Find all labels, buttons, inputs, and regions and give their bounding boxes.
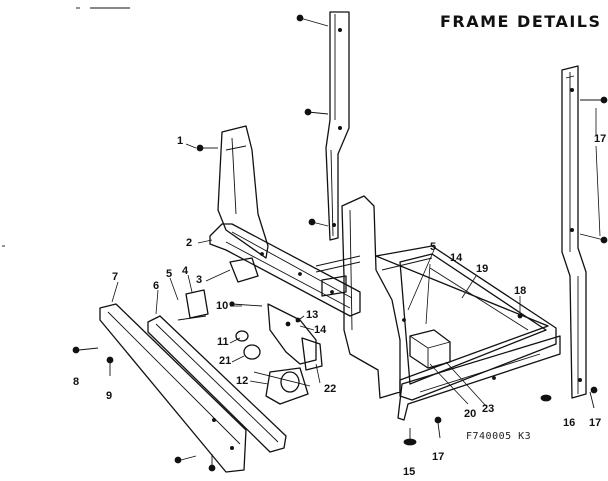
callout-11: 11 bbox=[217, 336, 229, 348]
hinge-bracket-parts bbox=[177, 257, 323, 405]
callout-4: 4 bbox=[182, 265, 189, 277]
center-upright-rail bbox=[296, 11, 350, 241]
callout-14-lower: 14 bbox=[314, 324, 327, 336]
callout-12: 12 bbox=[236, 375, 249, 387]
callout-14-upper: 14 bbox=[450, 252, 463, 264]
callout-20: 20 bbox=[464, 408, 477, 420]
main-frame-base bbox=[315, 195, 561, 421]
right-side-rail bbox=[561, 65, 608, 409]
callout-9: 9 bbox=[106, 390, 113, 402]
callout-17-right: 17 bbox=[594, 133, 607, 145]
callout-1: 1 bbox=[177, 135, 184, 147]
callout-18: 18 bbox=[514, 285, 527, 297]
callout-5: 5 bbox=[166, 268, 173, 280]
callout-2: 2 bbox=[186, 237, 193, 249]
front-kickplate bbox=[99, 303, 287, 473]
left-frame-assembly bbox=[209, 125, 361, 317]
callout-15: 15 bbox=[403, 466, 416, 478]
callout-7: 7 bbox=[112, 271, 119, 283]
callout-17-bottom: 17 bbox=[432, 451, 445, 463]
callout-19: 19 bbox=[476, 263, 489, 275]
tray-bracket bbox=[409, 329, 451, 369]
drawing-code: F740005 K3 bbox=[466, 431, 532, 442]
leader-lines bbox=[111, 108, 601, 407]
callout-13: 13 bbox=[306, 309, 319, 321]
callout-22: 22 bbox=[324, 383, 337, 395]
diagram-title: FRAME DETAILS bbox=[440, 12, 602, 31]
callout-16: 16 bbox=[563, 417, 576, 429]
callout-10: 10 bbox=[216, 300, 229, 312]
callout-17-rail: 17 bbox=[589, 417, 602, 429]
callout-6: 6 bbox=[153, 280, 160, 292]
corner-marks bbox=[2, 7, 130, 247]
callout-8: 8 bbox=[73, 376, 80, 388]
callout-21: 21 bbox=[219, 355, 232, 367]
screws bbox=[72, 144, 552, 472]
callout-3: 3 bbox=[196, 274, 203, 286]
callout-5-right: 5 bbox=[430, 241, 437, 253]
callout-23: 23 bbox=[482, 403, 495, 415]
